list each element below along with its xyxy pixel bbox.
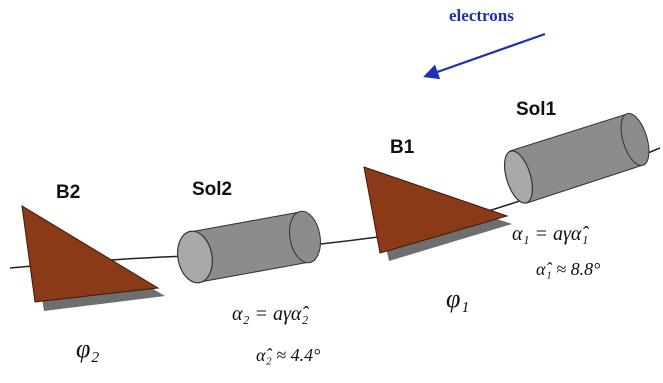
dipole-b1 — [363, 166, 512, 261]
sol2-formula: α₂ = aγα̂₂ — [232, 303, 309, 325]
sol1-approx: α̂₁ ≈ 8.8° — [536, 259, 600, 279]
b2-label: B2 — [56, 182, 80, 203]
solenoid-sol2 — [177, 210, 321, 284]
sol1-label: Sol1 — [516, 99, 557, 120]
solenoid-sol1 — [503, 112, 650, 204]
phi2-label: φ₂ — [76, 334, 99, 363]
sol2-approx: α̂₂ ≈ 4.4° — [256, 345, 320, 365]
dipole-b2 — [21, 205, 165, 311]
sol1-formula: α₁ = aγα̂₁ — [512, 223, 589, 245]
b1-label: B1 — [390, 137, 415, 158]
phi1-label: φ₁ — [446, 284, 469, 313]
sol2-label: Sol2 — [192, 179, 232, 200]
electron-direction-arrow — [423, 32, 546, 80]
electrons-label: electrons — [449, 6, 514, 25]
